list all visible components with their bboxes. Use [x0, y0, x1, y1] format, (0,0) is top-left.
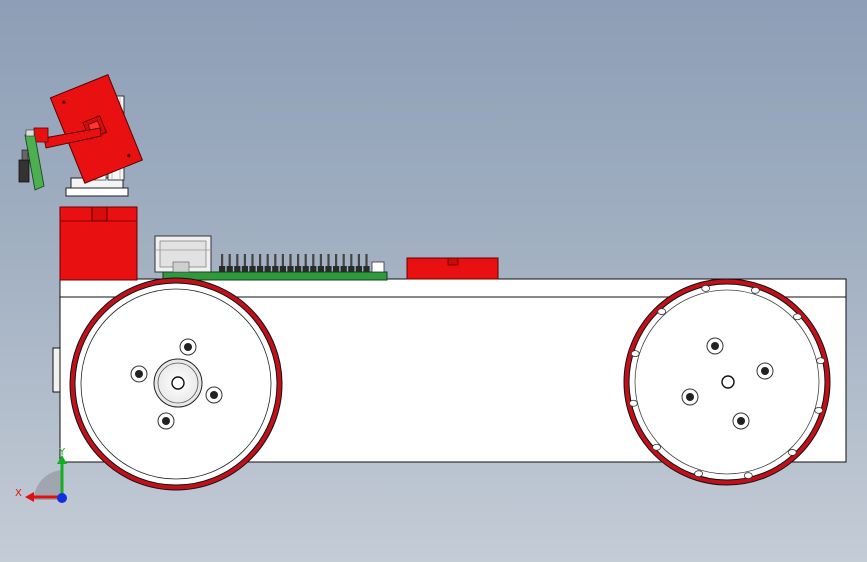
wheel-right-tread [628, 284, 826, 480]
header-pin [251, 254, 254, 266]
header-pin [357, 254, 360, 266]
header-pin [243, 254, 246, 266]
tread-nub [743, 472, 753, 480]
header-pin [350, 254, 353, 266]
gpio-header-pins [219, 254, 370, 272]
header-pin [281, 254, 284, 266]
header-pin-base [363, 266, 370, 272]
header-pin-base [249, 266, 256, 272]
header-pin-base [302, 266, 309, 272]
tread-nub [787, 449, 797, 456]
header-pin [327, 254, 330, 266]
coordinate-triad: Y X [15, 447, 67, 503]
y-axis-label: Y [58, 447, 66, 458]
header-pin [312, 254, 315, 266]
header-pin-base [348, 266, 355, 272]
tread-nub [630, 350, 640, 358]
wheel-left-bolts [130, 338, 223, 430]
header-pin [236, 254, 239, 266]
tread-nub [793, 313, 802, 321]
wheel-right [623, 278, 831, 486]
tread-nub [628, 399, 638, 407]
header-pin-base [279, 266, 286, 272]
header-pin-base [264, 266, 271, 272]
tread-nub [750, 286, 760, 294]
tread-nub [816, 357, 826, 365]
header-pin [228, 254, 231, 266]
sensor-block [406, 257, 499, 280]
header-pin [304, 254, 307, 266]
header-pin-base [226, 266, 233, 272]
header-pin-base [234, 266, 241, 272]
header-pin [221, 254, 224, 266]
header-pin [335, 254, 338, 266]
z-axis-dot [57, 493, 67, 503]
header-pin-base [355, 266, 362, 272]
wheel-right-bolts [681, 337, 774, 430]
camera-module [18, 129, 45, 191]
header-pin-base [325, 266, 332, 272]
header-pin-base [272, 266, 279, 272]
header-pin-base [340, 266, 347, 272]
header-pin-base [219, 266, 226, 272]
tread-nub [657, 308, 667, 315]
tread-nub [814, 406, 824, 414]
header-pin [319, 254, 322, 266]
header-pin-base [310, 266, 317, 272]
header-pin-base [287, 266, 294, 272]
header-pin [266, 254, 269, 266]
header-pin [365, 254, 368, 266]
header-pin [289, 254, 292, 266]
header-pin [274, 254, 277, 266]
tread-nub [652, 443, 661, 451]
tread-nub [701, 284, 711, 292]
header-pin [297, 254, 300, 266]
header-pin-base [333, 266, 340, 272]
controller-board [154, 235, 388, 281]
header-pin-base [317, 266, 324, 272]
x-axis-label: X [15, 488, 22, 499]
header-pin [259, 254, 262, 266]
header-pin [342, 254, 345, 266]
servo-arm [33, 127, 102, 149]
header-pin-base [257, 266, 264, 272]
header-pin-base [295, 266, 302, 272]
wheel-left [69, 277, 283, 491]
side-connector [52, 347, 61, 393]
tread-nub [694, 470, 704, 478]
battery-box [59, 206, 138, 281]
header-pin-base [241, 266, 248, 272]
